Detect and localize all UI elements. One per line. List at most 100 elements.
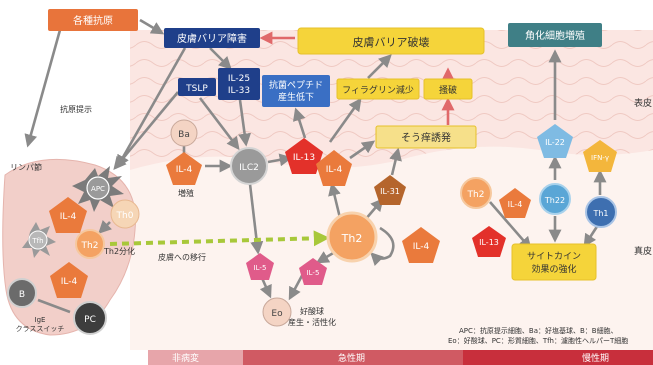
cytokine-il4-center: IL-4 [316, 150, 352, 186]
svg-text:Th1: Th1 [592, 209, 608, 218]
label-antigen-present: 抗原提示 [60, 104, 92, 114]
cytokine-il13: IL-13 [285, 138, 323, 174]
arrow-il25-to-ilc2 [238, 99, 252, 147]
svg-text:皮膚バリア障害: 皮膚バリア障害 [177, 32, 247, 45]
arrow-th2-to-il5b [315, 250, 336, 264]
svg-text:Tfh: Tfh [31, 237, 43, 245]
box-antimicrobial: 抗菌ペプチド産生低下 [262, 75, 330, 107]
svg-text:ILC2: ILC2 [239, 163, 259, 173]
label-lymph-node: リンパ節 [10, 162, 42, 172]
cytokine-il4-chronic: IL-4 [499, 188, 531, 218]
eo-cell: Eo [262, 297, 292, 327]
phase-non-label: 非病変 [172, 352, 199, 364]
arrow-il4-to-itch [349, 140, 376, 160]
box-antigens: 各種抗原 [48, 9, 138, 31]
svg-text:IL-13: IL-13 [293, 153, 315, 163]
phase-chronic-label: 慢性期 [582, 352, 609, 364]
arrow-antigen-to-lymph [24, 29, 62, 148]
svg-text:IL-4: IL-4 [61, 277, 78, 287]
pc-cell: PC [73, 301, 107, 335]
apc-cell: APC [72, 166, 124, 212]
label-epidermis: 表皮 [634, 97, 652, 109]
cytokine-il31: IL-31 [374, 175, 406, 205]
svg-text:IL-22: IL-22 [545, 138, 565, 147]
box-tslp: TSLP [178, 78, 216, 96]
svg-text:IL-5: IL-5 [307, 269, 320, 277]
arrow-il31-to-itch [389, 147, 402, 176]
svg-text:Th2: Th2 [467, 190, 485, 200]
svg-text:IL-4: IL-4 [413, 242, 430, 252]
box-keratinocyte: 角化細胞増殖 [508, 23, 602, 47]
arrow-il4-to-filaggrin [328, 97, 362, 143]
arrow-th2-to-il31 [364, 198, 384, 221]
phase-bar-chronic [463, 350, 653, 365]
arrow-th0-to-th2 [98, 220, 112, 234]
arrow-tslp-to-apc [113, 91, 180, 171]
svg-text:IL-31: IL-31 [380, 187, 400, 196]
phase-acute-label: 急性期 [338, 352, 365, 364]
arrow-ilc2-to-il13 [267, 153, 293, 167]
svg-text:抗菌ペプチド産生低下: 抗菌ペプチド産生低下 [269, 79, 323, 103]
cytokine-il22: IL-22 [537, 124, 573, 158]
arrow-tslp-to-ilc2 [198, 97, 240, 151]
label-th2-diff: Th2分化 [103, 246, 135, 256]
svg-text:皮膚バリア破壊: 皮膚バリア破壊 [353, 35, 430, 49]
legend-line-2: Eo：好酸球、PC：形質細胞、Tfh：濾胞性ヘルパーT細胞 [448, 336, 628, 345]
svg-text:Ba: Ba [178, 130, 190, 140]
box-itch: そう痒誘発 [375, 125, 477, 149]
th22-cell: Th22 [539, 183, 571, 215]
cytokine-il4-th2: IL-4 [402, 227, 440, 263]
tfh-cell: Tfh [22, 222, 56, 258]
arrow-il5-to-eo [259, 277, 272, 299]
arrow-filaggrin-to-destroy [367, 54, 392, 79]
box-barrier-destroy: 皮膚バリア破壊 [297, 27, 485, 55]
svg-text:APC: APC [91, 185, 105, 193]
svg-text:B: B [19, 290, 25, 300]
cytokine-il5-ilc2: IL-5 [246, 253, 274, 280]
svg-text:IL-13: IL-13 [479, 238, 499, 247]
arrow-th1-to-cytokine [583, 224, 600, 248]
svg-text:角化細胞増殖: 角化細胞増殖 [525, 29, 585, 42]
svg-text:Th2: Th2 [81, 241, 99, 251]
cytokine-il13-chronic: IL-13 [472, 226, 506, 257]
svg-text:TSLP: TSLP [185, 84, 208, 94]
arrow-barrier-to-apc [116, 47, 187, 169]
arrow-th2-to-il4 [328, 182, 342, 219]
svg-text:そう痒誘発: そう痒誘発 [401, 131, 451, 144]
legend-line-1: APC：抗原提示細胞、Ba：好塩基球、B：B細胞、 [459, 326, 618, 335]
th2-main-cell: Th2 [326, 211, 378, 263]
th0-cell: Th0 [110, 199, 140, 229]
svg-text:IL-4: IL-4 [326, 165, 343, 175]
arrow-b-to-pc [37, 298, 71, 314]
cytokine-il4-node-a: IL-4 [49, 197, 87, 233]
phase-bar-acute [243, 350, 463, 365]
arrow-barrier-to-il25 [209, 47, 232, 70]
box-barrier-damage: 皮膚バリア障害 [164, 28, 260, 48]
box-filaggrin: フィラグリン減少 [336, 78, 420, 100]
label-proliferation: 増殖 [178, 188, 194, 198]
arrow-th2-self-loop [370, 226, 395, 266]
label-dermis: 真皮 [634, 245, 652, 257]
svg-text:IL-5: IL-5 [254, 264, 267, 272]
th2-right-cell: Th2 [460, 177, 492, 209]
b-cell: B [7, 278, 37, 308]
svg-text:フィラグリン減少: フィラグリン減少 [342, 84, 414, 96]
cytokine-ifn: IFN-γ [583, 140, 617, 172]
label-skin-migration: 皮膚への移行 [158, 252, 206, 262]
svg-text:サイトカイン効果の強化: サイトカイン効果の強化 [527, 251, 581, 275]
svg-text:IFN-γ: IFN-γ [591, 154, 609, 162]
box-cytokine: サイトカイン効果の強化 [511, 243, 597, 281]
svg-text:Th0: Th0 [116, 211, 134, 221]
svg-text:Th22: Th22 [544, 196, 565, 205]
box-scratch: 掻破 [423, 78, 473, 100]
svg-text:掻破: 掻破 [439, 84, 457, 96]
svg-text:Eo: Eo [271, 309, 283, 319]
svg-text:Th2: Th2 [341, 232, 363, 245]
svg-text:IL-4: IL-4 [60, 212, 77, 222]
arrow-th2r-to-cytokine [489, 201, 532, 250]
cytokine-il5-th2: IL-5 [299, 258, 327, 285]
